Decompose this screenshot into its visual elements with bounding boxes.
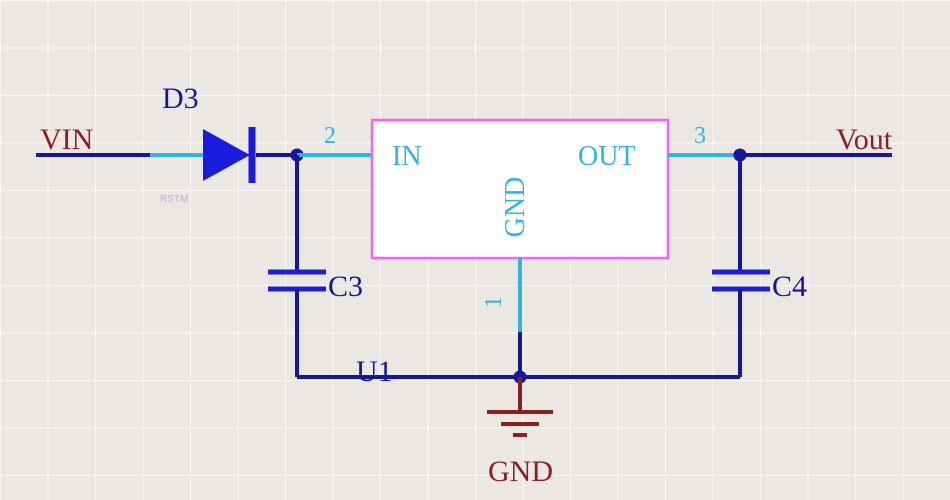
net-label-vout: Vout bbox=[836, 123, 893, 156]
net-label-vin: VIN bbox=[40, 123, 93, 156]
pin3-number: 3 bbox=[694, 123, 706, 149]
regulator-ref-label: U1 bbox=[356, 355, 393, 388]
pin-name-gnd: GND bbox=[500, 177, 531, 238]
pin1-number: 1 bbox=[481, 296, 507, 308]
cap-c3-ref-label: C3 bbox=[328, 270, 363, 303]
cap-c4-ref-label: C4 bbox=[772, 270, 807, 303]
pin-name-in: IN bbox=[392, 141, 422, 172]
diode-watermark-text: RSTM bbox=[160, 194, 188, 205]
net-label-gnd: GND bbox=[488, 455, 553, 488]
diode-ref-label: D3 bbox=[162, 82, 199, 115]
diode-symbol bbox=[203, 129, 250, 181]
pin-name-out: OUT bbox=[578, 141, 636, 172]
pin2-number: 2 bbox=[324, 123, 336, 149]
regulator-body bbox=[370, 118, 670, 260]
